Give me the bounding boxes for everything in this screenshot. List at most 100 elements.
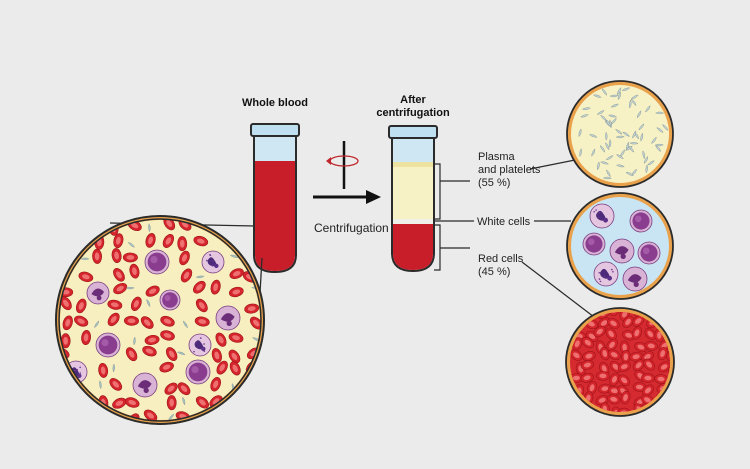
red-blood-cell — [166, 395, 177, 411]
red-blood-cell — [632, 315, 645, 327]
platelet — [621, 87, 631, 91]
platelet — [177, 351, 186, 355]
white-blood-cell — [86, 281, 110, 305]
red-blood-cell — [620, 390, 631, 405]
red-blood-cell — [616, 407, 630, 412]
red-blood-cell — [634, 341, 648, 353]
red-blood-cell — [216, 360, 228, 375]
red-blood-cell — [75, 298, 87, 314]
platelet — [615, 135, 625, 139]
red-blood-cell — [570, 397, 575, 407]
after-title-line1: After — [400, 94, 426, 106]
platelet — [182, 320, 188, 329]
layer-brackets — [434, 163, 474, 271]
red-blood-cell — [122, 252, 138, 263]
red-blood-cell — [657, 347, 668, 361]
red-blood-cell — [570, 405, 581, 412]
red-blood-cell — [195, 298, 208, 313]
red-blood-cell — [621, 349, 631, 364]
white-blood-cell — [215, 305, 241, 331]
platelet — [578, 128, 582, 138]
process-label: Centrifugation — [314, 221, 389, 235]
platelet — [636, 110, 642, 119]
red-blood-cell — [596, 371, 610, 381]
red-blood-cell — [657, 361, 670, 373]
buffy-coat-layer — [393, 219, 433, 224]
red-blood-cell — [228, 349, 241, 364]
red-leader — [521, 261, 599, 321]
red-blood-cell — [145, 233, 156, 248]
red-blood-cell — [228, 332, 244, 343]
red-blood-cell — [111, 248, 122, 264]
red-blood-cell — [145, 285, 160, 297]
red-blood-cell — [641, 373, 655, 383]
red-blood-cell — [194, 316, 210, 327]
red-blood-cell — [607, 317, 620, 329]
magnified-cells — [59, 219, 261, 421]
platelet — [640, 132, 644, 142]
red-blood-cell — [667, 363, 670, 375]
red-blood-cell — [60, 296, 72, 311]
white-blood-cell — [185, 359, 211, 385]
red-blood-cell — [631, 326, 643, 340]
red-blood-cell — [557, 305, 571, 321]
red-blood-cell — [81, 330, 92, 345]
red-blood-cell — [107, 312, 120, 327]
platelet — [94, 320, 100, 329]
platelet — [596, 110, 605, 115]
red-blood-cell — [228, 286, 244, 298]
platelet — [80, 257, 90, 260]
platelet — [643, 155, 649, 164]
platelet — [651, 136, 657, 144]
red-blood-cell — [556, 313, 571, 329]
red-blood-cell — [669, 393, 670, 404]
red-blood-cell — [180, 268, 193, 283]
red-blood-cell — [593, 325, 606, 338]
red-blood-cell — [607, 349, 621, 361]
platelet — [125, 286, 135, 290]
plasma-layer — [393, 162, 433, 220]
red-blood-cell — [622, 315, 634, 329]
platelet — [148, 223, 151, 233]
plasma-label-pct: (55 %) — [478, 177, 510, 189]
plasma-label-line1: Plasma — [478, 151, 516, 163]
whole-blood-title: Whole blood — [242, 97, 308, 109]
platelet — [608, 138, 612, 148]
platelet — [600, 161, 609, 165]
platelet — [638, 123, 645, 131]
red-blood-cell — [618, 374, 631, 387]
white-blood-cell — [582, 232, 606, 256]
red-blood-cell — [229, 361, 241, 376]
platelet — [647, 160, 655, 166]
red-blood-cell — [581, 336, 594, 349]
leukocytes — [582, 203, 661, 292]
red-blood-cell — [644, 327, 656, 341]
platelet — [642, 150, 646, 160]
red-blood-cell — [580, 372, 594, 383]
red-blood-cell — [599, 346, 610, 361]
platelet — [597, 161, 600, 171]
white-blood-cell — [637, 241, 661, 265]
plasma-magnified-view — [566, 80, 674, 188]
white-cells-label: White cells — [477, 216, 531, 228]
red-blood-cell — [113, 233, 124, 249]
platelet — [579, 148, 582, 157]
red-blood-cell — [78, 271, 94, 282]
red-blood-cell — [609, 312, 621, 316]
red-blood-cell — [580, 360, 595, 370]
platelet — [645, 164, 648, 174]
platelet — [630, 98, 637, 106]
platelet — [581, 107, 591, 110]
red-blood-cell — [62, 315, 73, 331]
platelet — [602, 176, 612, 180]
platelet — [616, 87, 622, 96]
platelet — [610, 117, 617, 125]
platelet — [182, 396, 186, 406]
red-blood-cell — [622, 330, 636, 341]
platelet — [662, 124, 669, 131]
red-blood-cell — [112, 397, 127, 409]
red-blood-cell — [587, 381, 598, 395]
platelet — [605, 155, 614, 160]
red-blood-cell — [669, 304, 684, 320]
white-blood-cell — [159, 289, 181, 311]
